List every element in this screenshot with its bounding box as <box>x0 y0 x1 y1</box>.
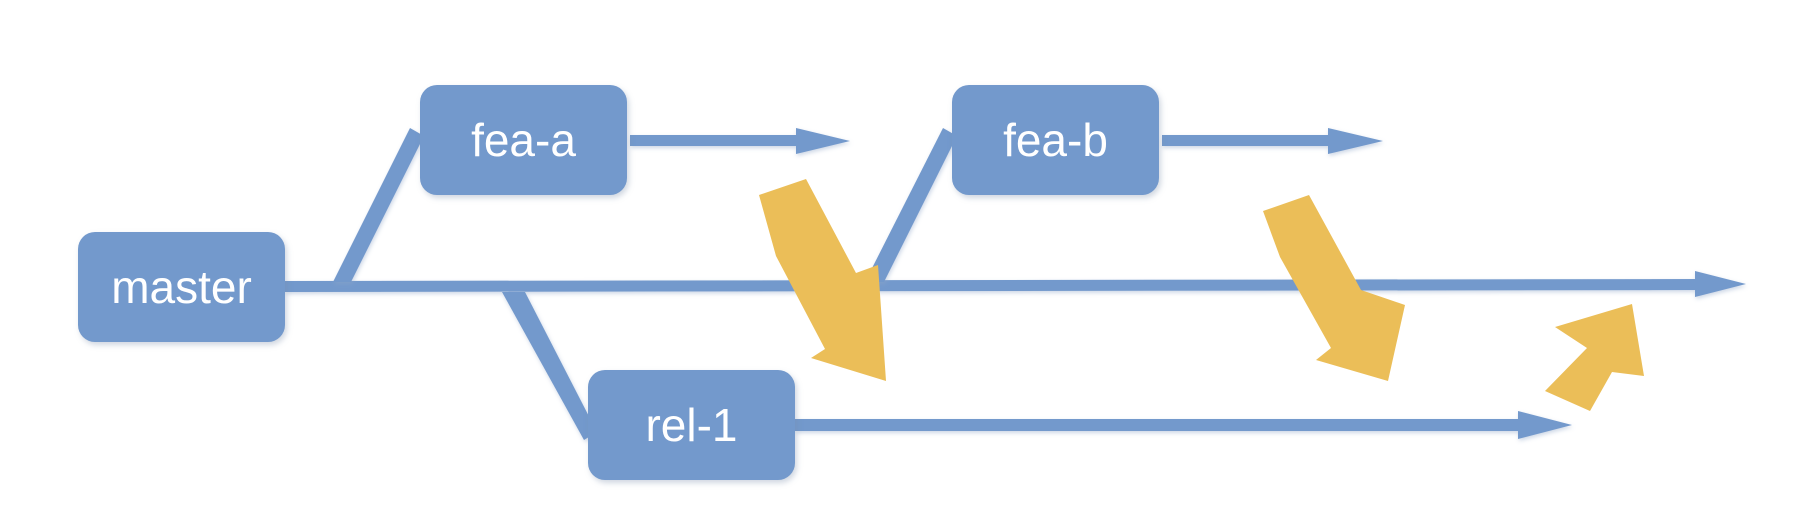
branch-label-fea-b: fea-b <box>1003 114 1108 166</box>
merge-arrow-icon <box>1545 304 1644 411</box>
merge-arrow-rel-1-to-master <box>1545 304 1644 411</box>
branch-node-fea-a: fea-a <box>420 85 627 195</box>
branch-node-fea-b: fea-b <box>952 85 1159 195</box>
rel-1-branch-connector <box>502 292 597 440</box>
fea-b-line <box>865 128 1383 282</box>
merge-arrow-fea-b-to-rel-1 <box>1263 195 1405 381</box>
fea-a-branch-connector <box>333 128 424 282</box>
branch-node-rel-1: rel-1 <box>588 370 795 480</box>
fea-b-line-shaft <box>1162 135 1332 146</box>
branch-label-rel-1: rel-1 <box>645 399 738 451</box>
merge-arrow-icon <box>1263 195 1405 381</box>
merge-arrow-fea-a-to-rel-1 <box>759 179 886 381</box>
fea-a-line <box>333 128 850 282</box>
merge-arrow-icon <box>759 179 886 381</box>
fea-a-arrowhead <box>796 128 850 154</box>
branch-label-fea-a: fea-a <box>471 114 576 166</box>
master-arrowhead <box>1695 271 1746 297</box>
fea-a-line-shaft <box>630 135 800 146</box>
fea-b-branch-connector <box>865 128 957 282</box>
branch-node-master: master <box>78 232 285 342</box>
rel-1-line-shaft <box>795 419 1530 431</box>
branch-label-master: master <box>111 261 252 313</box>
fea-b-arrowhead <box>1328 128 1383 154</box>
rel-1-arrowhead <box>1518 411 1572 439</box>
rel-1-line <box>502 292 1572 440</box>
master-line-shaft <box>285 279 1702 292</box>
